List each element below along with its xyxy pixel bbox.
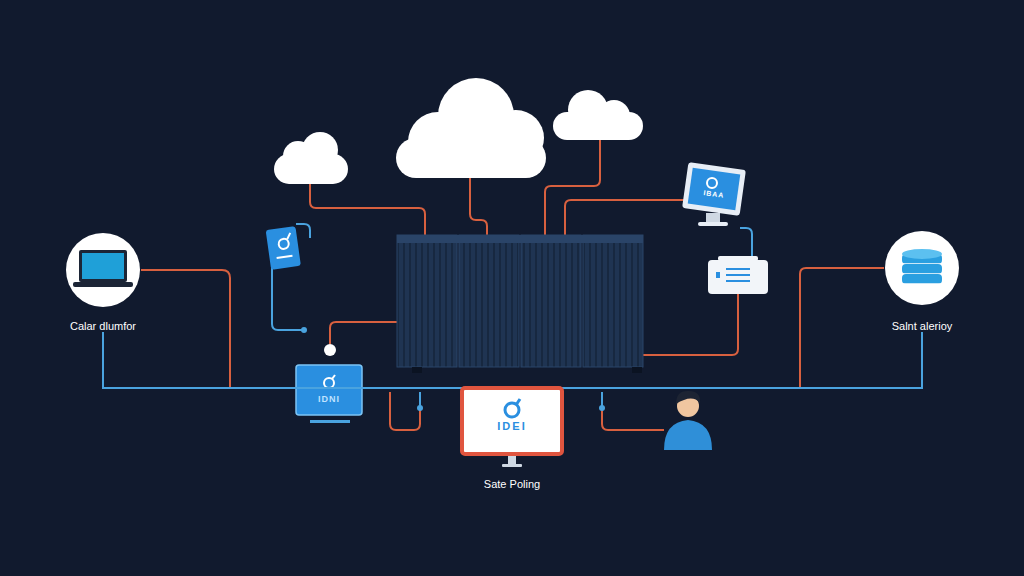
wire (390, 392, 420, 430)
monitor-outline (460, 386, 564, 476)
terminal-box (296, 365, 362, 423)
junction-dot (324, 344, 336, 356)
wire (296, 224, 310, 238)
wire (545, 138, 600, 236)
circle-outline (65, 232, 141, 308)
wire (272, 262, 302, 330)
cloud (274, 132, 348, 184)
storage-node: Salnt alerioy (884, 230, 960, 332)
wire (565, 200, 686, 236)
wire (310, 182, 425, 236)
wire (330, 322, 397, 344)
wire (602, 410, 664, 430)
circle-outline (884, 230, 960, 306)
node-text: Sate Poling (440, 478, 584, 490)
node-label: Salnt alerioy (857, 320, 987, 332)
person-icon (664, 391, 712, 450)
wire (740, 228, 752, 260)
monitor-node: IDEISate Poling (460, 386, 564, 456)
wire-end (417, 405, 423, 411)
network-link (103, 332, 922, 388)
cloud (396, 78, 546, 178)
client-node: Calar dlumfor (65, 232, 141, 332)
wire (470, 176, 487, 236)
node-label: Calar dlumfor (38, 320, 168, 332)
screen-text: IDNI (318, 394, 340, 404)
red-wires (141, 138, 884, 430)
node-text: IDEI (460, 420, 564, 432)
wire-end (301, 327, 307, 333)
monitor-icon (682, 162, 746, 226)
router-device (708, 256, 768, 294)
cloud (553, 90, 643, 140)
wire (642, 294, 738, 355)
wire-end (599, 405, 605, 411)
screen-text: IBAA (703, 189, 725, 199)
document-icon (266, 226, 301, 270)
server-rack (397, 235, 643, 373)
